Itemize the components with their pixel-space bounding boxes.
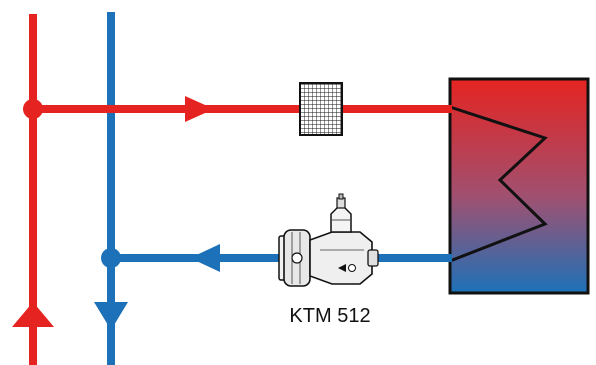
return-flow-arrow-left — [190, 244, 220, 272]
valve-label: KTM 512 — [289, 305, 371, 327]
heat-exchanger — [448, 77, 590, 295]
return-tee-junction — [101, 248, 121, 268]
heat-exchanger-coil — [449, 105, 548, 263]
supply-flow-arrow-up — [12, 302, 54, 327]
mesh-filter-icon — [299, 82, 343, 136]
balancing-valve-icon — [278, 193, 379, 287]
heat-exchanger-body — [448, 77, 590, 295]
supply-piping — [12, 14, 452, 365]
supply-flow-arrow-right — [185, 96, 214, 122]
return-flow-arrow-down — [94, 302, 128, 330]
supply-tee-junction — [23, 99, 43, 119]
